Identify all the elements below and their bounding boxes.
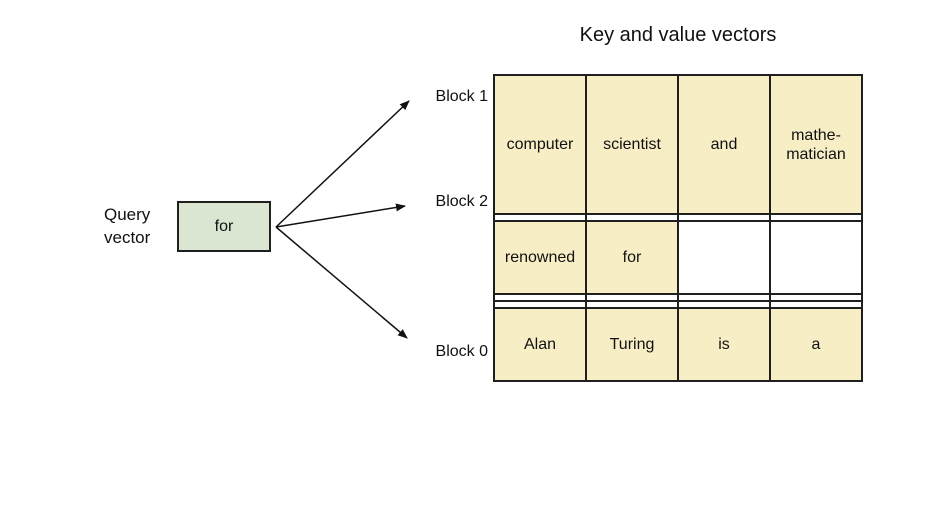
table-row: renowned for — [493, 220, 863, 296]
table-cell — [493, 300, 587, 309]
block-1-label: Block 1 — [435, 88, 488, 105]
table-cell: a — [769, 306, 863, 383]
table-cell — [769, 213, 863, 223]
table-cell — [677, 213, 771, 223]
query-vector-box: for — [177, 201, 271, 252]
table-cell — [677, 293, 771, 302]
table-cell: for — [585, 220, 679, 296]
arrow-to-block-2 — [275, 203, 406, 228]
table-row: Alan Turing is a — [493, 306, 863, 383]
query-vector-box-text: for — [214, 217, 234, 235]
table-cell — [585, 293, 679, 302]
block-0-label: Block 0 — [435, 343, 488, 360]
table-cell: Turing — [585, 306, 679, 383]
table-cell — [493, 293, 587, 302]
arrow-to-block-0 — [275, 226, 408, 339]
table-row: computer scientist and mathe- matician — [493, 73, 863, 216]
table-cell — [493, 213, 587, 223]
table-cell — [585, 213, 679, 223]
key-value-table: computer scientist and mathe- matician r… — [493, 73, 863, 383]
table-cell — [769, 300, 863, 309]
table-cell: Alan — [493, 306, 587, 383]
table-cell — [677, 220, 771, 296]
table-cell: renowned — [493, 220, 587, 296]
table-row — [493, 300, 863, 309]
table-cell — [585, 300, 679, 309]
query-vector-label: Query vector — [104, 205, 151, 247]
table-cell — [769, 293, 863, 302]
table-cell — [769, 220, 863, 296]
block-2-label: Block 2 — [435, 193, 488, 210]
table-cell: computer — [493, 73, 587, 216]
table-cell — [677, 300, 771, 309]
table-cell: and — [677, 73, 771, 216]
table-cell: is — [677, 306, 771, 383]
diagram-title: Key and value vectors — [579, 24, 777, 46]
table-row — [493, 293, 863, 302]
table-cell: mathe- matician — [769, 73, 863, 216]
arrow-to-block-1 — [275, 100, 410, 228]
table-cell: scientist — [585, 73, 679, 216]
table-row — [493, 213, 863, 223]
